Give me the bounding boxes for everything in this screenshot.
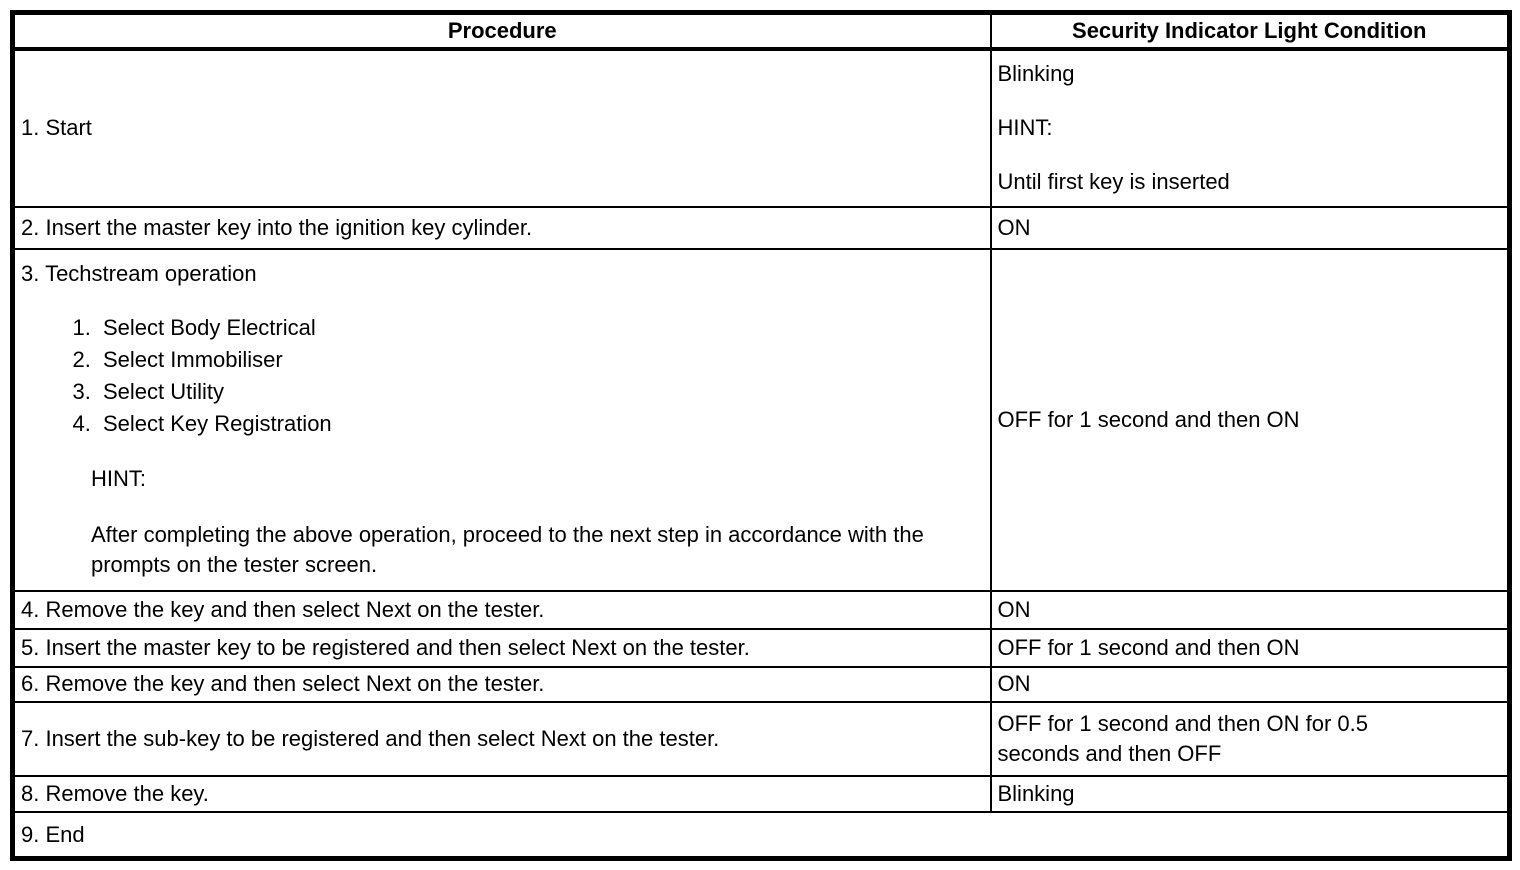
table-row: 4. Remove the key and then select Next o… (11, 590, 1511, 631)
condition-text: OFF for 1 second and then ON for 0.5 sec… (997, 710, 1369, 766)
table-row: 5. Insert the master key to be registere… (11, 628, 1511, 669)
hint-text: Until first key is inserted (997, 169, 1230, 195)
header-row: Procedure Security Indicator Light Condi… (11, 11, 1511, 51)
table-row: 1. Start Blinking HINT: Until first key … (11, 48, 1511, 208)
substep-item: Select Immobiliser (97, 344, 984, 376)
column-header-security-indicator-light-condition: Security Indicator Light Condition (989, 11, 1511, 51)
procedure-cell-end: 9. End (11, 811, 1511, 860)
hint-label: HINT: (91, 465, 146, 491)
condition-cell: Blinking HINT: Until first key is insert… (989, 48, 1511, 208)
condition-cell: ON (989, 205, 1511, 250)
procedure-cell: 6. Remove the key and then select Next o… (11, 666, 992, 703)
condition-line: Blinking (997, 61, 1075, 87)
condition-cell: OFF for 1 second and then ON (989, 628, 1511, 669)
procedure-cell: 7. Insert the sub-key to be registered a… (11, 700, 992, 777)
procedure-step-title: 3. Techstream operation (21, 260, 257, 286)
condition-cell: OFF for 1 second and then ON (989, 247, 1511, 593)
table-row: 6. Remove the key and then select Next o… (11, 666, 1511, 703)
column-header-procedure: Procedure (11, 11, 992, 51)
table-row: 8. Remove the key. Blinking (11, 774, 1511, 814)
table-row: 2. Insert the master key into the igniti… (11, 205, 1511, 250)
substep-item: Select Body Electrical (97, 312, 984, 344)
table-row: 7. Insert the sub-key to be registered a… (11, 700, 1511, 777)
table-row: 9. End (11, 811, 1511, 860)
key-registration-procedure-table: Procedure Security Indicator Light Condi… (10, 10, 1512, 861)
procedure-cell: 5. Insert the master key to be registere… (11, 628, 992, 669)
condition-cell: OFF for 1 second and then ON for 0.5 sec… (989, 700, 1511, 777)
techstream-substep-list: Select Body Electrical Select Immobilise… (21, 312, 984, 440)
hint-label: HINT: (997, 115, 1053, 141)
condition-cell: ON (989, 666, 1511, 703)
procedure-cell: 3. Techstream operation Select Body Elec… (11, 247, 992, 593)
procedure-cell: 2. Insert the master key into the igniti… (11, 205, 992, 250)
condition-cell: ON (989, 590, 1511, 631)
substep-item: Select Key Registration (97, 408, 984, 440)
procedure-cell: 4. Remove the key and then select Next o… (11, 590, 992, 631)
condition-cell: Blinking (989, 774, 1511, 814)
substep-item: Select Utility (97, 376, 984, 408)
hint-text: After completing the above operation, pr… (91, 521, 924, 577)
procedure-cell: 8. Remove the key. (11, 774, 992, 814)
procedure-cell: 1. Start (11, 48, 992, 208)
table-row: 3. Techstream operation Select Body Elec… (11, 247, 1511, 593)
